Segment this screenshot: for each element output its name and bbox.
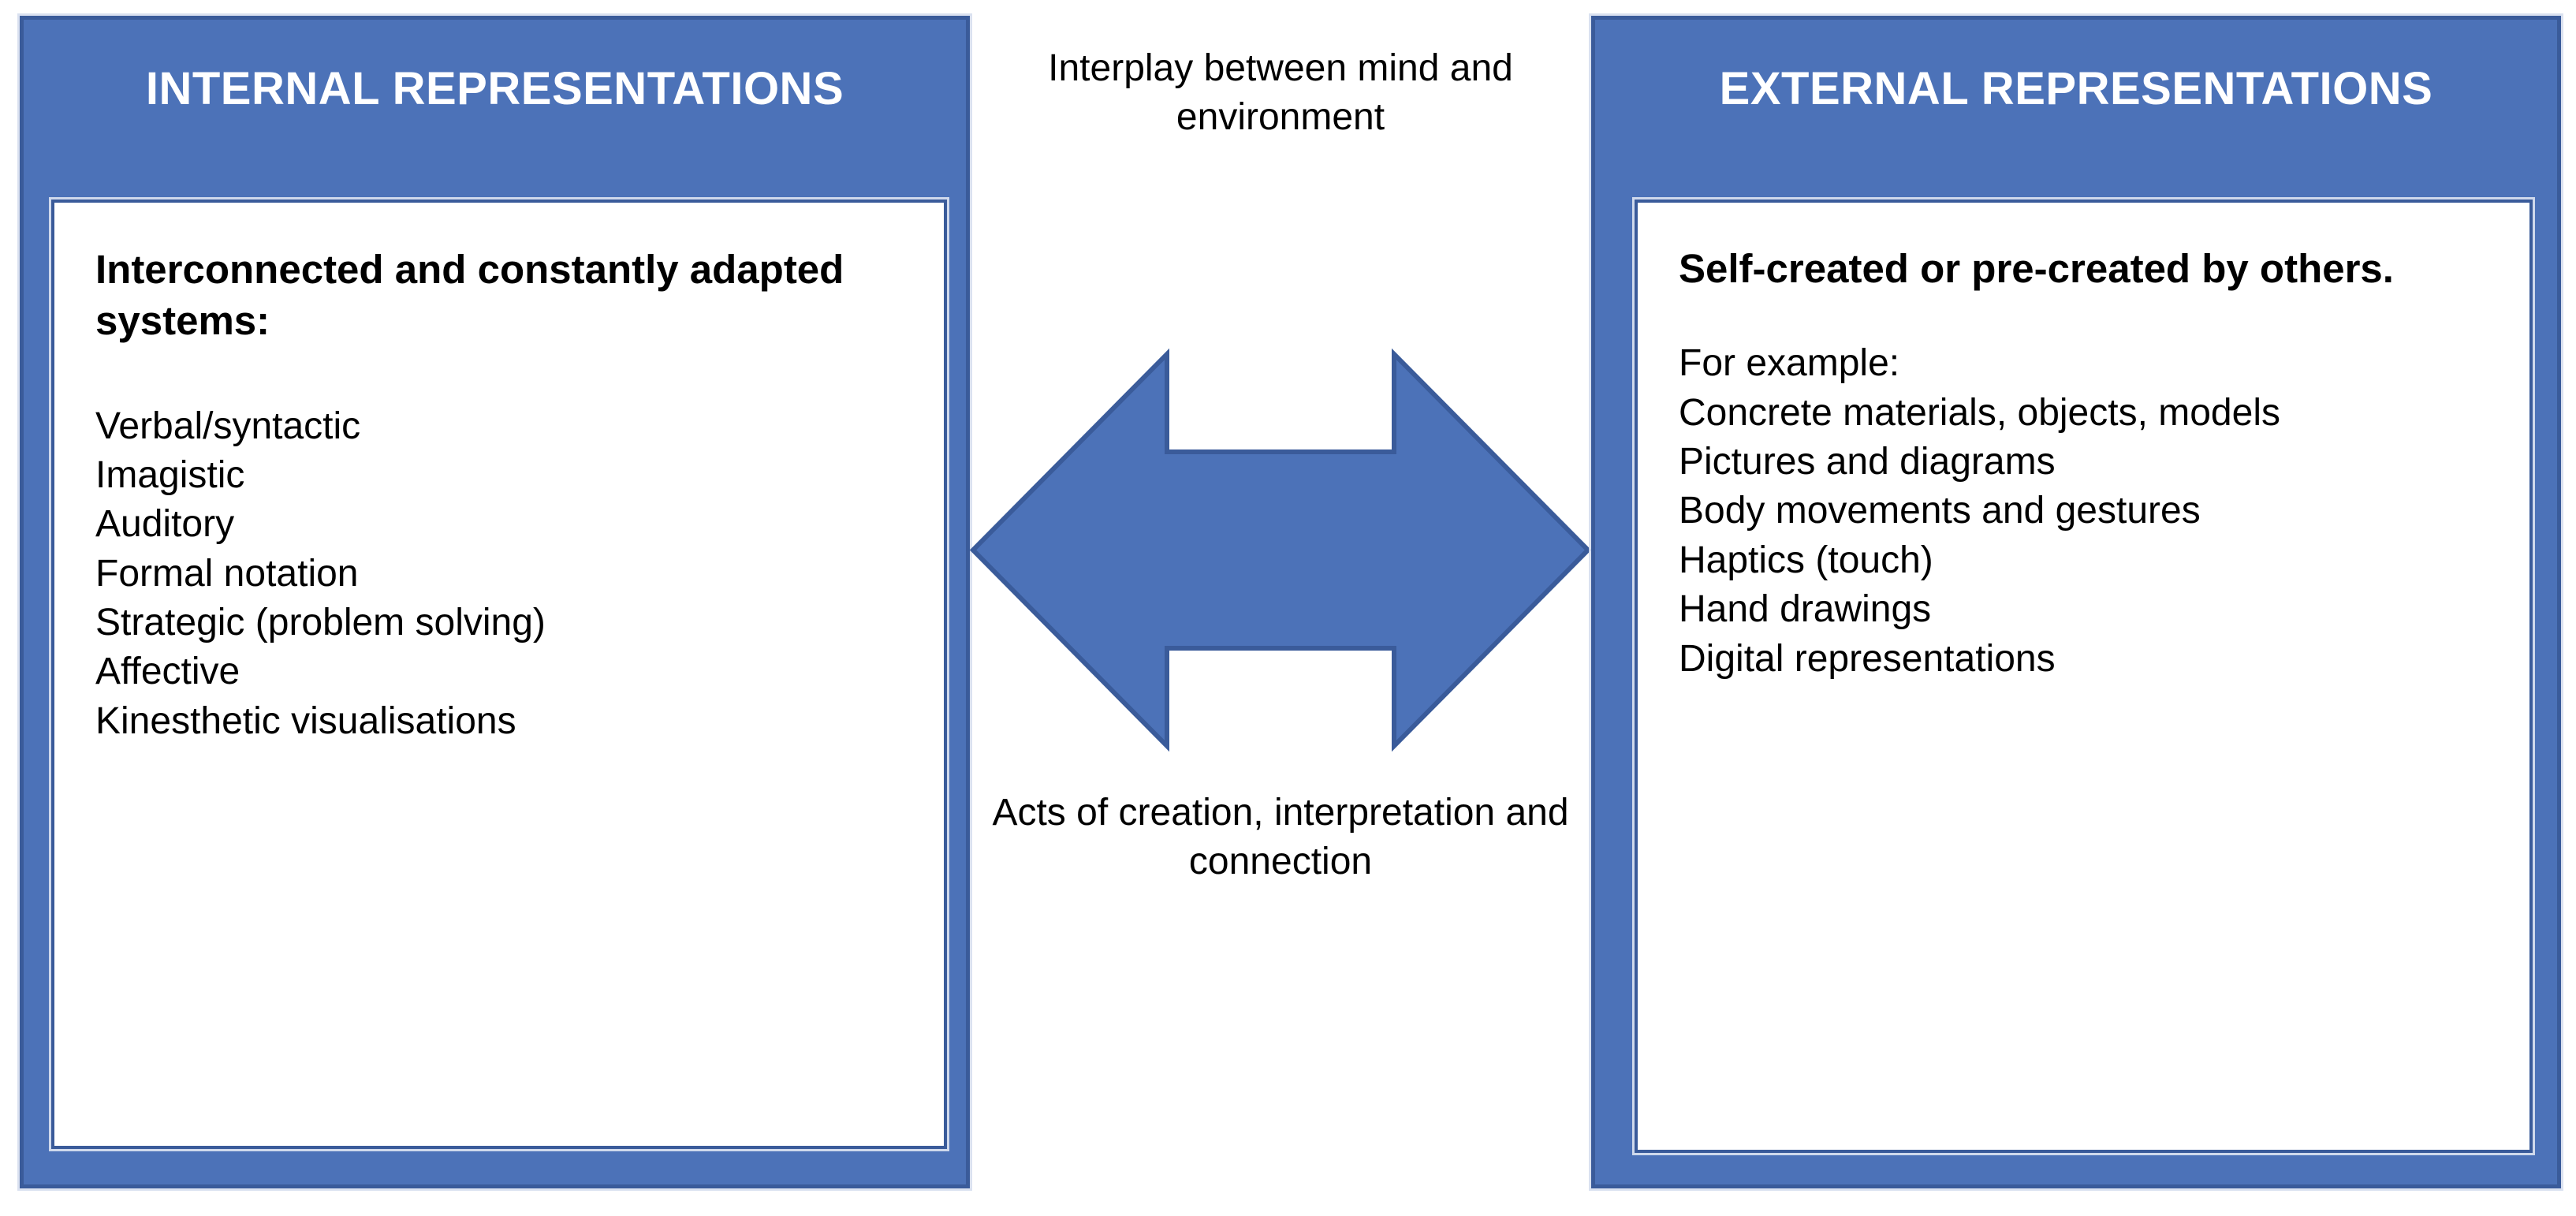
list-item: Affective — [95, 651, 240, 693]
internal-representations-panel: INTERNAL REPRESENTATIONS Interconnected … — [20, 16, 970, 1188]
list-item: Imagistic — [95, 453, 245, 496]
list-item: Verbal/syntactic — [95, 405, 361, 447]
external-card-subheading: For example: — [1679, 342, 1900, 385]
internal-panel-title: INTERNAL REPRESENTATIONS — [145, 63, 844, 114]
internal-representations-card: Interconnected and constantly adapted sy… — [51, 200, 947, 1149]
list-item: Pictures and diagrams — [1679, 441, 2056, 483]
list-item: Hand drawings — [1679, 588, 1932, 631]
list-item: Body movements and gestures — [1679, 490, 2201, 532]
list-item: Concrete materials, objects, models — [1679, 391, 2280, 434]
external-representations-card: Self-created or pre-created by others. F… — [1635, 200, 2533, 1153]
caption-acts-of-creation: Acts of creation, interpretation and con… — [992, 792, 1569, 883]
external-card-heading: Self-created or pre-created by others. — [1679, 246, 2394, 291]
list-item: Digital representations — [1679, 637, 2056, 680]
list-item: Kinesthetic visualisations — [95, 699, 516, 742]
centre-column: Interplay between mind and environment A… — [970, 0, 1591, 1216]
external-items-list: Concrete materials, objects, models Pict… — [1679, 389, 2493, 684]
external-panel-title: EXTERNAL REPRESENTATIONS — [1719, 63, 2433, 114]
internal-items-list: Verbal/syntactic Imagistic Auditory Form… — [95, 402, 908, 747]
list-item: Haptics (touch) — [1679, 539, 1933, 581]
list-item: Strategic (problem solving) — [95, 602, 546, 644]
double-headed-arrow-icon — [970, 327, 1591, 773]
list-item: Auditory — [95, 503, 235, 546]
caption-interplay: Interplay between mind and environment — [1048, 47, 1513, 139]
list-item: Formal notation — [95, 552, 359, 595]
internal-card-heading: Interconnected and constantly adapted sy… — [95, 247, 844, 344]
external-representations-panel: EXTERNAL REPRESENTATIONS Self-created or… — [1591, 16, 2561, 1188]
